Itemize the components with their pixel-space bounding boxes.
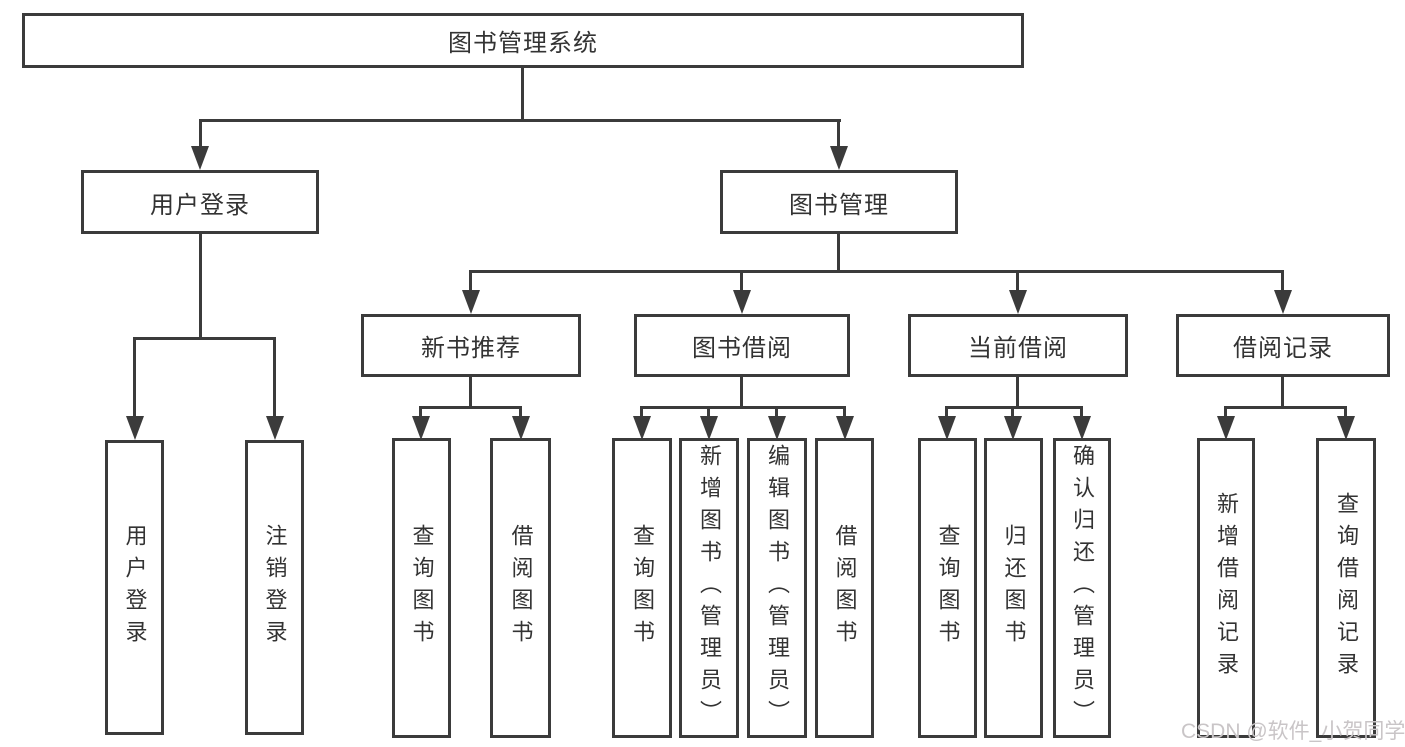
leaf-borrow-books-borrowing: 借阅图书 — [815, 438, 874, 738]
connector-segment — [837, 234, 840, 273]
node-borrowing-records: 借阅记录 — [1176, 314, 1390, 377]
arrow-down-icon — [1337, 416, 1355, 440]
connector-segment — [1016, 377, 1019, 409]
arrow-down-icon — [836, 416, 854, 440]
connector-segment — [775, 406, 778, 419]
node-root-label: 图书管理系统 — [448, 30, 598, 57]
connector-segment — [133, 337, 276, 340]
leaf-query-books-current-label: 查询图书 — [935, 524, 961, 652]
connector-segment — [419, 406, 422, 419]
connector-segment — [640, 406, 643, 419]
leaf-return-books: 归还图书 — [984, 438, 1043, 738]
arrow-down-icon — [633, 416, 651, 440]
arrow-down-icon — [191, 146, 209, 170]
arrow-down-icon — [830, 146, 848, 170]
node-root-library-management-system: 图书管理系统 — [22, 13, 1024, 68]
leaf-borrow-books-recommend: 借阅图书 — [490, 438, 551, 738]
node-book-management-label: 图书管理 — [789, 191, 889, 219]
connector-segment — [640, 406, 846, 409]
connector-segment — [519, 406, 522, 419]
arrow-down-icon — [266, 416, 284, 440]
leaf-add-borrow-record-label: 新增借阅记录 — [1214, 492, 1239, 684]
leaf-add-borrow-record: 新增借阅记录 — [1197, 438, 1255, 738]
connector-segment — [199, 119, 841, 122]
connector-segment — [199, 119, 202, 147]
connector-segment — [1281, 270, 1284, 291]
leaf-confirm-return-admin-label: 确认归还（管理员） — [1070, 444, 1095, 732]
connector-segment — [843, 406, 846, 419]
node-new-book-recommend: 新书推荐 — [361, 314, 581, 377]
connector-segment — [1080, 406, 1083, 419]
leaf-query-books-borrowing: 查询图书 — [612, 438, 672, 738]
connector-segment — [1344, 406, 1347, 419]
connector-segment — [1224, 406, 1227, 419]
leaf-add-book-admin-label: 新增图书（管理员） — [697, 444, 722, 732]
connector-segment — [469, 270, 472, 291]
leaf-query-books-recommend: 查询图书 — [392, 438, 451, 738]
leaf-add-book-admin: 新增图书（管理员） — [679, 438, 739, 738]
leaf-logout: 注销登录 — [245, 440, 304, 735]
node-new-book-recommend-label: 新书推荐 — [421, 335, 521, 362]
connector-segment — [1224, 406, 1347, 409]
connector-segment — [945, 406, 1083, 409]
arrow-down-icon — [1004, 416, 1022, 440]
arrow-down-icon — [768, 416, 786, 440]
leaf-confirm-return-admin: 确认归还（管理员） — [1053, 438, 1111, 738]
leaf-query-borrow-record-label: 查询借阅记录 — [1334, 492, 1359, 684]
leaf-borrow-books-recommend-label: 借阅图书 — [508, 524, 534, 652]
leaf-query-books-recommend-label: 查询图书 — [409, 524, 435, 652]
connector-segment — [469, 377, 472, 409]
connector-segment — [1281, 377, 1284, 409]
connector-segment — [199, 234, 202, 340]
arrow-down-icon — [1009, 290, 1027, 314]
leaf-query-books-current: 查询图书 — [918, 438, 977, 738]
leaf-query-books-borrowing-label: 查询图书 — [630, 524, 655, 652]
arrow-down-icon — [1274, 290, 1292, 314]
node-user-login: 用户登录 — [81, 170, 319, 234]
watermark-text: CSDN @软件_小贺同学 — [1181, 720, 1405, 743]
leaf-user-login: 用户登录 — [105, 440, 164, 735]
node-book-management: 图书管理 — [720, 170, 958, 234]
leaf-return-books-label: 归还图书 — [1001, 524, 1027, 652]
arrow-down-icon — [1217, 416, 1235, 440]
connector-segment — [1011, 406, 1014, 419]
node-book-borrowing: 图书借阅 — [634, 314, 850, 377]
leaf-borrow-books-borrowing-label: 借阅图书 — [832, 524, 858, 652]
connector-segment — [521, 68, 524, 122]
arrow-down-icon — [733, 290, 751, 314]
connector-segment — [419, 406, 522, 409]
node-user-login-label: 用户登录 — [150, 191, 250, 219]
connector-segment — [133, 337, 136, 419]
node-current-borrowing-label: 当前借阅 — [968, 335, 1068, 362]
connector-segment — [1016, 270, 1019, 291]
arrow-down-icon — [512, 416, 530, 440]
leaf-user-login-label: 用户登录 — [122, 523, 148, 652]
connector-segment — [707, 406, 710, 419]
connector-segment — [740, 377, 743, 409]
node-book-borrowing-label: 图书借阅 — [692, 335, 792, 362]
connector-segment — [945, 406, 948, 419]
connector-segment — [837, 119, 840, 147]
connector-segment — [469, 270, 1284, 273]
node-borrowing-records-label: 借阅记录 — [1233, 335, 1333, 362]
leaf-logout-label: 注销登录 — [262, 523, 288, 652]
leaf-edit-book-admin-label: 编辑图书（管理员） — [765, 444, 790, 732]
node-current-borrowing: 当前借阅 — [908, 314, 1128, 377]
leaf-query-borrow-record: 查询借阅记录 — [1316, 438, 1376, 738]
arrow-down-icon — [462, 290, 480, 314]
connector-segment — [740, 270, 743, 291]
connector-segment — [273, 337, 276, 419]
arrow-down-icon — [126, 416, 144, 440]
arrow-down-icon — [412, 416, 430, 440]
arrow-down-icon — [938, 416, 956, 440]
arrow-down-icon — [1073, 416, 1091, 440]
leaf-edit-book-admin: 编辑图书（管理员） — [747, 438, 807, 738]
arrow-down-icon — [700, 416, 718, 440]
